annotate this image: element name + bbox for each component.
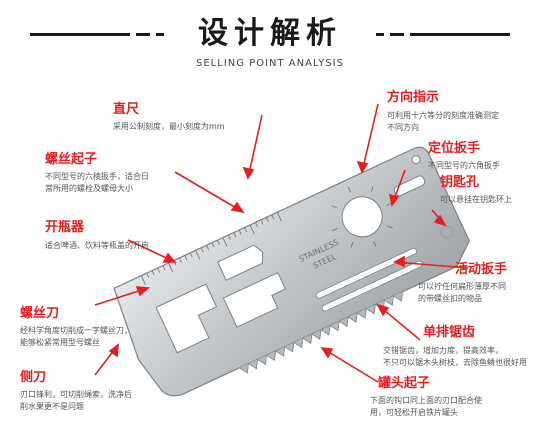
feature-side-blade-desc: 刃口锋利，可切削绳索，洗净后 削水果更不是问题 [20, 390, 132, 411]
feature-can-opener-desc: 下面的钩口同上面的刃口配合使 用，可轻松开启铁片罐头 [370, 396, 482, 417]
callout-pointers [94, 103, 469, 383]
feature-screwdriver-desc: 不同型号的六棱扳手，适合日 常所用的螺栓及螺母大小 [45, 172, 149, 193]
feature-direction-desc: 可利用十六等分的刻度准确测定 不同方向 [387, 111, 499, 132]
feature-adjustable-wrench-title: 活动扳手 [455, 262, 508, 277]
title-decoration-bar [410, 33, 510, 36]
header: 设计解析 [0, 14, 540, 54]
feature-wrench-title: 定位扳手 [428, 141, 481, 156]
feature-wrench-desc: 不同型号的六角扳手 [428, 161, 500, 170]
feature-flat-screwdriver-title: 螺丝刀 [20, 306, 60, 321]
feature-keyhole-desc: 可以悬挂在钥匙环上 [440, 195, 512, 204]
feature-saw-title: 单排锯齿 [423, 325, 476, 340]
feature-adjustable-wrench-desc: 可以拧任何扁形薄厚不同 的带螺丝扣的物品 [418, 282, 506, 303]
multitool-card: STAINLESS STEEL [113, 146, 470, 397]
title-decoration-bar [156, 33, 164, 36]
feature-keyhole-title: 钥匙孔 [440, 175, 480, 190]
title-decoration-bar [136, 33, 150, 36]
keyring-icon [440, 225, 454, 239]
feature-ruler-desc: 采用公制刻度，最小刻度为mm [113, 122, 225, 131]
feature-side-blade-title: 侧刀 [20, 370, 47, 385]
feature-bottle-opener-title: 开瓶器 [45, 220, 85, 235]
feature-saw-desc: 交错锯齿，增加力度，提高效率， 不只可以锯木头树枝，去除鱼鳞也很好用 [383, 346, 527, 367]
feature-can-opener-title: 罐头起子 [378, 376, 431, 391]
title-decoration-bar [30, 33, 130, 36]
feature-screwdriver-title: 螺丝起子 [45, 152, 98, 167]
page-subtitle: SELLING POINT ANALYSIS [196, 58, 344, 69]
feature-bottle-opener-desc: 适合啤酒、饮料等瓶盖的开启 [45, 241, 149, 250]
feature-flat-screwdriver-desc: 经科学角度切削成一字螺丝刀， 能够松紧常用型号螺丝 [20, 326, 132, 347]
title-decoration-bar [376, 33, 384, 36]
feature-ruler-title: 直尺 [113, 102, 140, 117]
feature-direction-title: 方向指示 [387, 90, 440, 105]
page-title: 设计解析 [198, 16, 342, 51]
title-decoration-bar [390, 33, 404, 36]
